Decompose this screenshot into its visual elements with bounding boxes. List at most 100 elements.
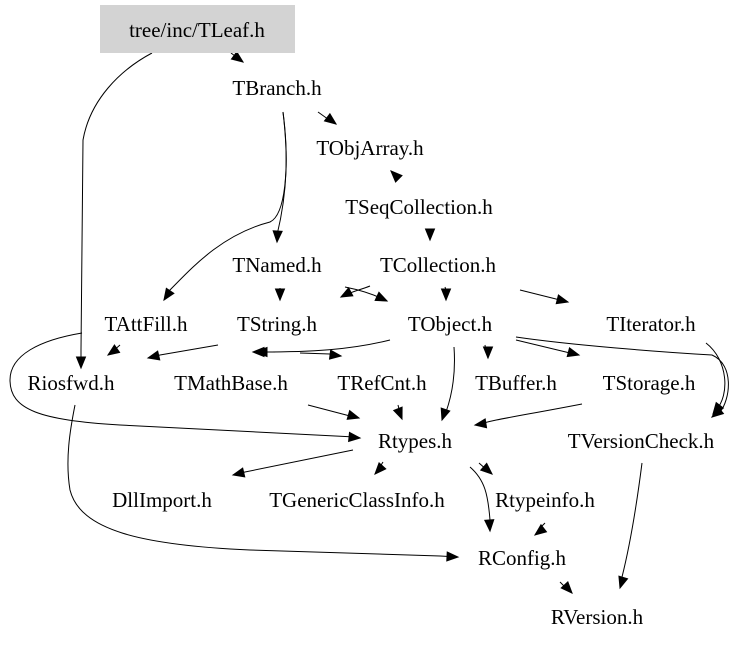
arrowhead-icon [272, 230, 283, 244]
node-label: Riosfwd.h [28, 371, 115, 395]
arrowhead-icon [230, 50, 245, 63]
edge-TNamed-to-TObject [344, 286, 389, 302]
arrowhead-icon [446, 551, 460, 562]
node-label: TObjArray.h [316, 136, 424, 160]
arrowhead-icon [479, 462, 493, 475]
node-TLeaf[interactable]: tree/inc/TLeaf.h [100, 5, 295, 53]
edge-line [619, 462, 643, 589]
node-Rtypes[interactable]: Rtypes.h [378, 429, 453, 453]
root-node-box [100, 5, 295, 53]
arrowhead-icon [712, 401, 725, 416]
edge-TLeaf-to-Riosfwd [75, 52, 153, 370]
node-DllImport[interactable]: DllImport.h [112, 488, 212, 512]
node-TObject[interactable]: TObject.h [408, 312, 493, 336]
edges-layer [9, 50, 729, 594]
node-label: DllImport.h [112, 488, 212, 512]
edge-TAttFill-to-Riosfwd [106, 344, 121, 356]
edge-TNamed-to-TString [274, 288, 286, 302]
node-label: TVersionCheck.h [568, 429, 715, 453]
edge-line [9, 332, 361, 439]
node-label: Rtypeinfo.h [495, 488, 595, 512]
arrowhead-icon [274, 288, 286, 302]
edge-Rtypes-to-RConfig [469, 466, 495, 533]
arrowhead-icon [328, 349, 343, 360]
node-RConfig[interactable]: RConfig.h [478, 546, 567, 570]
node-label: TBuffer.h [475, 371, 557, 395]
node-label: TGenericClassInfo.h [269, 488, 445, 512]
edge-line [256, 339, 391, 353]
arrowhead-icon [440, 407, 451, 422]
edge-TBranch-to-TAttFill [163, 111, 287, 302]
edge-TObject-to-TMathBase [254, 339, 391, 358]
arrowhead-icon [390, 170, 403, 183]
edge-Rtypeinfo-to-RConfig [533, 522, 548, 536]
edge-TCollection-to-TString [339, 285, 371, 298]
node-TAttFill[interactable]: TAttFill.h [105, 312, 188, 336]
arrowhead-icon [374, 291, 389, 302]
node-TNamed[interactable]: TNamed.h [232, 253, 322, 277]
arrowhead-icon [346, 409, 361, 420]
edge-RConfig-to-RVersion [559, 580, 573, 594]
arrowhead-icon [339, 286, 354, 298]
node-label: TObject.h [408, 312, 493, 336]
node-label: TNamed.h [232, 253, 322, 277]
node-label: TCollection.h [380, 253, 497, 277]
arrowhead-icon [473, 418, 488, 429]
nodes-layer: tree/inc/TLeaf.hTBranch.hTObjArray.hTSeq… [28, 5, 715, 629]
arrowhead-icon [392, 406, 403, 421]
node-label: TString.h [237, 312, 317, 336]
arrowhead-icon [374, 461, 387, 475]
arrowhead-icon [555, 294, 570, 305]
node-label: TRefCnt.h [337, 371, 427, 395]
node-TIterator[interactable]: TIterator.h [606, 312, 696, 336]
arrowhead-icon [254, 346, 268, 358]
arrowhead-icon [75, 356, 87, 370]
node-TVersionCheck[interactable]: TVersionCheck.h [568, 429, 715, 453]
arrowhead-icon [146, 350, 161, 361]
node-label: TAttFill.h [105, 312, 188, 336]
arrowhead-icon [566, 347, 581, 358]
arrowhead-icon [560, 580, 573, 594]
arrowhead-icon [323, 112, 338, 125]
node-label: TIterator.h [606, 312, 696, 336]
edge-Riosfwd-to-RConfig [67, 404, 460, 562]
node-RVersion[interactable]: RVersion.h [551, 605, 644, 629]
edge-TSeqCollection-to-TCollection [424, 228, 436, 242]
node-label: TStorage.h [603, 371, 696, 395]
edge-TString-to-TRefCnt [299, 349, 343, 360]
node-label: Rtypes.h [378, 429, 453, 453]
arrowhead-icon [348, 431, 362, 443]
edge-TVersionCheck-to-RVersion [618, 462, 643, 590]
node-TString[interactable]: TString.h [237, 312, 317, 336]
edge-line [163, 111, 287, 301]
node-TBuffer[interactable]: TBuffer.h [475, 371, 557, 395]
node-label: TMathBase.h [174, 371, 288, 395]
node-label: RConfig.h [478, 546, 567, 570]
edge-TObject-to-Rtypes [440, 346, 455, 422]
arrowhead-icon [440, 288, 452, 302]
edge-Rtypes-to-DllImport [231, 449, 354, 478]
node-TCollection[interactable]: TCollection.h [380, 253, 497, 277]
node-Riosfwd[interactable]: Riosfwd.h [28, 371, 115, 395]
node-TStorage[interactable]: TStorage.h [603, 371, 696, 395]
node-TObjArray[interactable]: TObjArray.h [316, 136, 424, 160]
node-TGenericClassInfo[interactable]: TGenericClassInfo.h [269, 488, 445, 512]
edge-line [80, 52, 153, 368]
node-Rtypeinfo[interactable]: Rtypeinfo.h [495, 488, 595, 512]
arrowhead-icon [533, 523, 548, 536]
edge-TRefCnt-to-Rtypes [392, 404, 403, 421]
node-TMathBase[interactable]: TMathBase.h [174, 371, 288, 395]
edge-TLeaf-to-TBranch [230, 50, 245, 63]
edge-TObjArray-to-TSeqCollection [390, 170, 403, 183]
node-TSeqCollection[interactable]: TSeqCollection.h [345, 195, 493, 219]
node-TBranch[interactable]: TBranch.h [232, 76, 322, 100]
node-label: TBranch.h [232, 76, 322, 100]
edge-TObject-to-TBuffer [482, 344, 494, 360]
node-label: RVersion.h [551, 605, 644, 629]
arrowhead-icon [482, 346, 494, 360]
node-TRefCnt[interactable]: TRefCnt.h [337, 371, 427, 395]
edge-TIterator-to-TVersionCheck [705, 342, 726, 416]
node-label: TSeqCollection.h [345, 195, 493, 219]
